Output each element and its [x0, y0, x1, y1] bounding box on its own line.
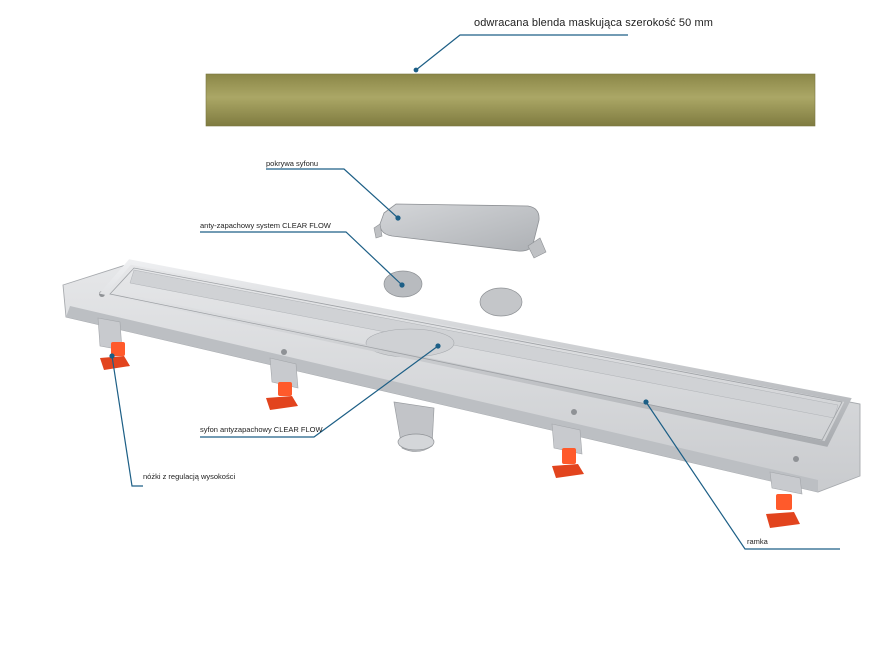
odor-disc-right: [479, 287, 523, 317]
leader-feet: [111, 355, 143, 487]
drain-tray: [62, 262, 861, 495]
label-feet: nóżki z regulacją wysokości: [143, 472, 236, 481]
label-frame: ramka: [747, 537, 768, 546]
syphon-cover: [373, 203, 547, 259]
foot-4: [766, 494, 800, 528]
masking-strip: [205, 73, 816, 127]
foot-1: [100, 342, 130, 370]
foot-3: [552, 448, 584, 478]
label-masking-strip: odwracana blenda maskująca szerokość 50 …: [474, 17, 713, 29]
leader-syphon-cover: [266, 168, 399, 219]
label-odor-system: anty-zapachowy system CLEAR FLOW: [200, 221, 331, 230]
adjustable-feet: [100, 342, 800, 528]
leader-lines: [109, 34, 840, 550]
foot-2: [266, 382, 298, 410]
label-syphon: syfon antyzapachowy CLEAR FLOW: [200, 425, 323, 434]
label-syphon-cover: pokrywa syfonu: [266, 159, 319, 168]
leader-odor-system: [200, 231, 403, 286]
leader-frame: [645, 401, 840, 550]
steel-frame: [99, 259, 852, 447]
leader-masking-strip: [415, 34, 628, 71]
leader-syphon: [200, 345, 439, 438]
